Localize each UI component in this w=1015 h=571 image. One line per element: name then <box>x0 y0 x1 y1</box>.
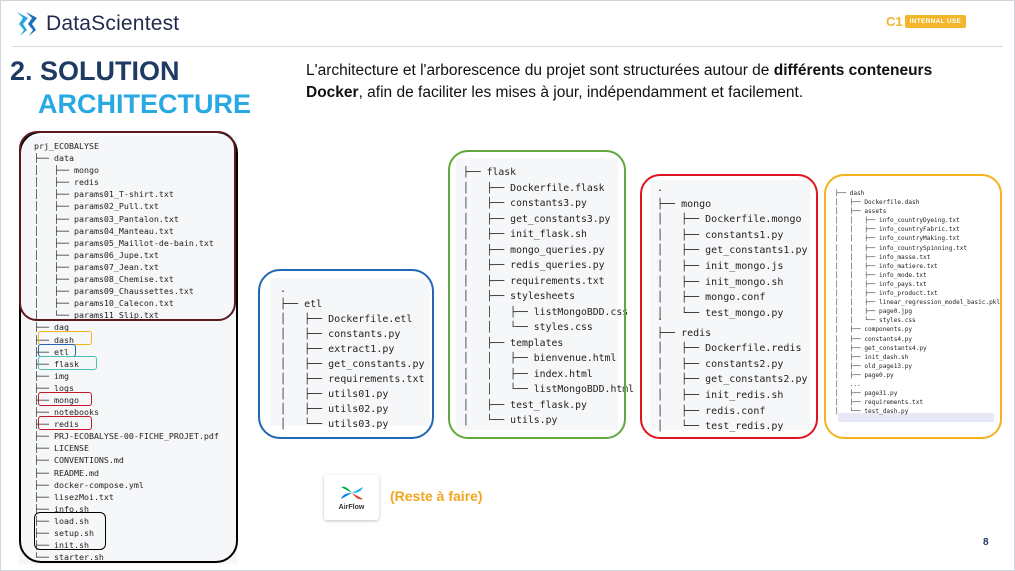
description-part1: L'architecture et l'arborescence du proj… <box>306 62 774 79</box>
slide-description: L'architecture et l'arborescence du proj… <box>306 60 986 104</box>
redis-highlight <box>38 416 92 430</box>
etl-tree-panel <box>270 278 430 426</box>
redis-tree: . ├── redis │ ├── Dockerfile.redis │ ├──… <box>657 312 808 433</box>
airflow-todo-note: (Reste à faire) <box>390 488 483 504</box>
dash-tree-panel <box>832 183 997 430</box>
scripts-highlight <box>34 512 106 550</box>
slide-title-line1: 2. SOLUTION <box>10 56 180 86</box>
airflow-logo-label: AirFlow <box>338 504 365 511</box>
classification-badge: C1 INTERNAL USE <box>886 14 967 29</box>
mongo-redis-frame <box>640 174 818 439</box>
project-tree-panel <box>19 136 237 564</box>
flask-tree: ├── flask │ ├── Dockerfile.flask │ ├── c… <box>463 167 635 426</box>
dash-tree: ├── dash │ ├── Dockerfile.dash │ ├── ass… <box>835 190 1001 416</box>
logo-text: DataScientest <box>46 12 180 35</box>
flask-tree-panel <box>456 158 618 430</box>
mongo-highlight <box>38 392 92 406</box>
dash-selected-row <box>838 413 994 422</box>
classification-label: INTERNAL USE <box>904 15 967 28</box>
dash-frame <box>824 174 1002 439</box>
classification-mark: C1 <box>886 14 903 29</box>
dash-highlight <box>38 331 92 345</box>
project-tree: prj_ECOBALYSE ├── data │ ├── mongo │ ├──… <box>34 141 219 563</box>
flask-frame <box>448 150 626 439</box>
airflow-logo: AirFlow <box>324 475 379 520</box>
page-number: 8 <box>983 537 989 548</box>
slide-title-line2: ARCHITECTURE <box>38 89 251 119</box>
mongo-tree: . ├── mongo │ ├── Dockerfile.mongo │ ├──… <box>657 183 808 319</box>
datascientest-logo-icon <box>17 12 37 36</box>
mongo-redis-tree-panel <box>650 180 810 430</box>
description-bold: différents conteneurs Docker <box>306 62 933 101</box>
airflow-pinwheel-icon <box>340 486 363 500</box>
etl-frame <box>258 269 434 439</box>
description-part2: , afin de faciliter les mises à jour, in… <box>358 84 804 101</box>
data-folder-frame <box>19 131 236 321</box>
datascientest-logo: DataScientest <box>14 10 179 38</box>
header-divider <box>12 46 1003 47</box>
flask-highlight <box>38 356 97 370</box>
etl-tree: . ├── etl │ ├── Dockerfile.etl │ ├── con… <box>280 284 425 430</box>
